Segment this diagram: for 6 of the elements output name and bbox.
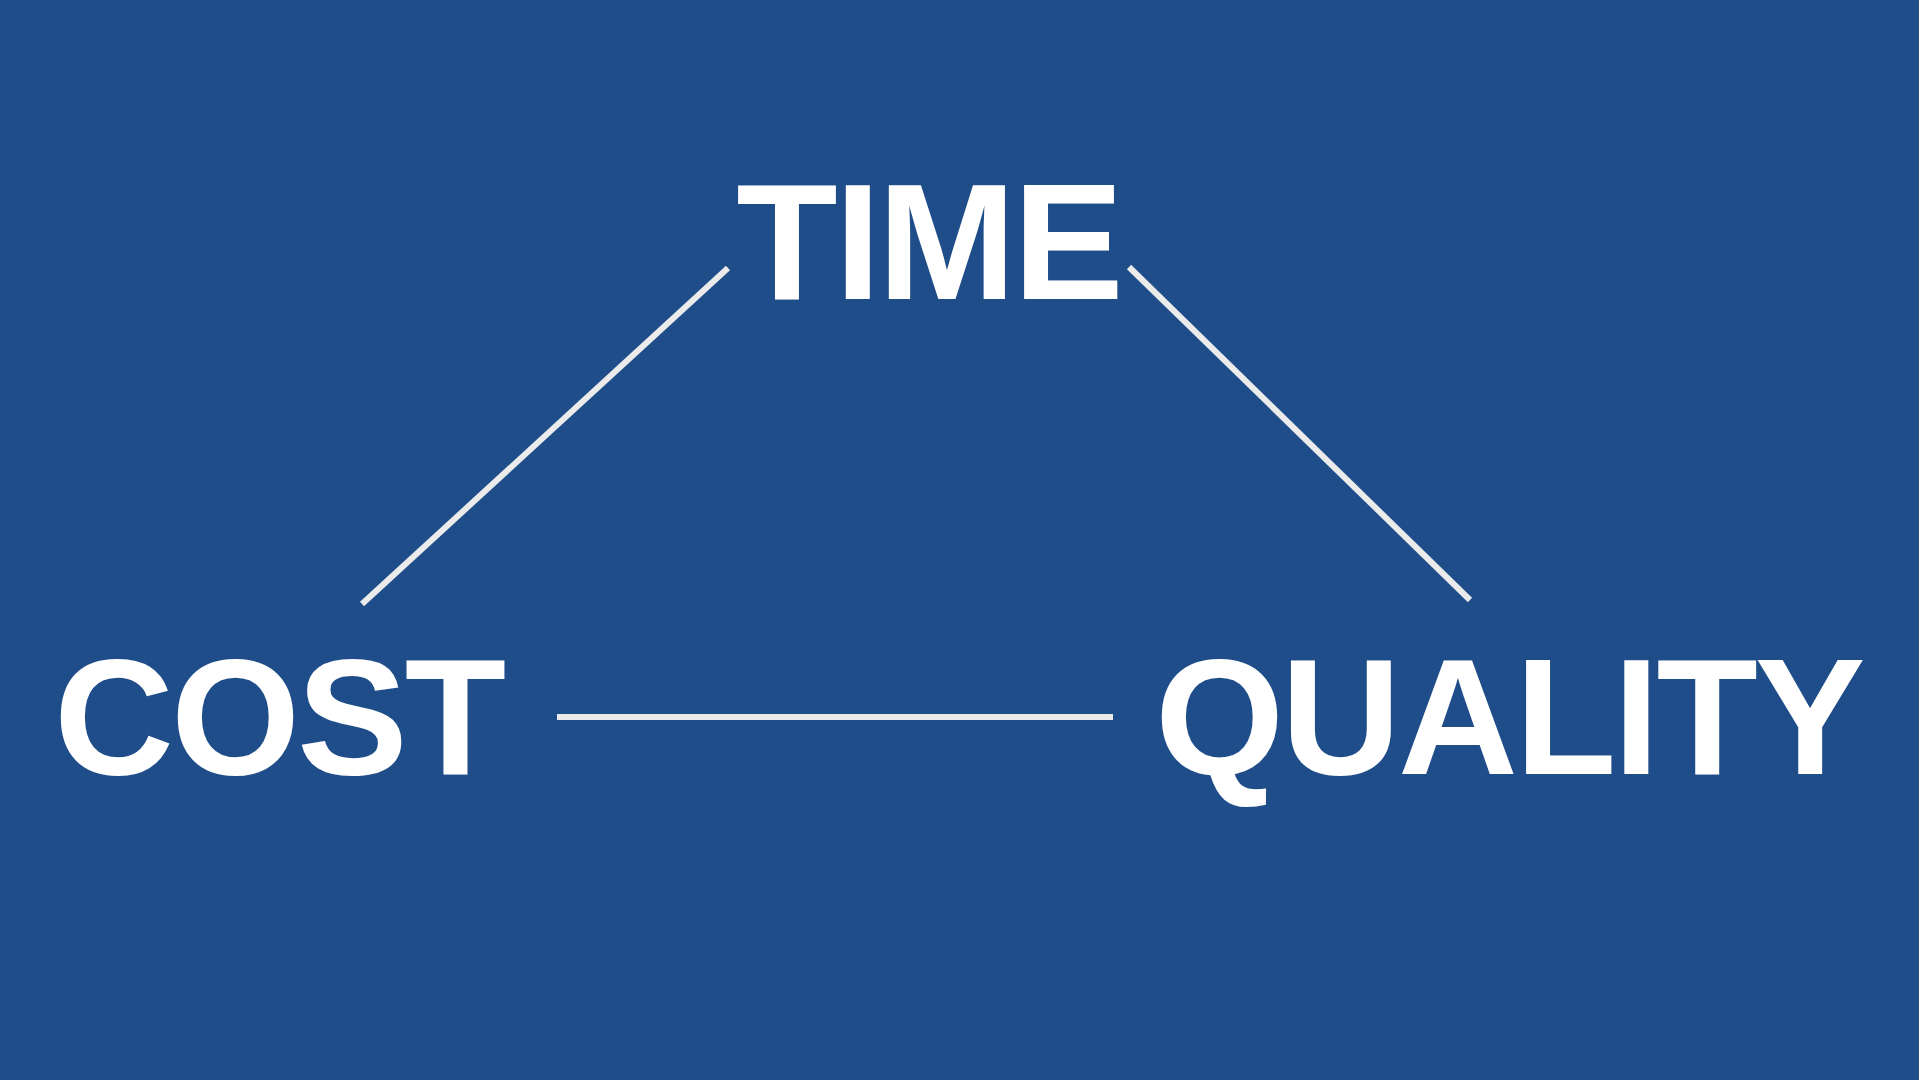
vertex-label: COST [54, 622, 504, 811]
connector-line [359, 265, 731, 607]
connector-line [557, 714, 1113, 720]
connector-line [1126, 264, 1473, 603]
vertex-label: TIME [736, 147, 1121, 336]
vertex-label: QUALITY [1155, 622, 1863, 811]
